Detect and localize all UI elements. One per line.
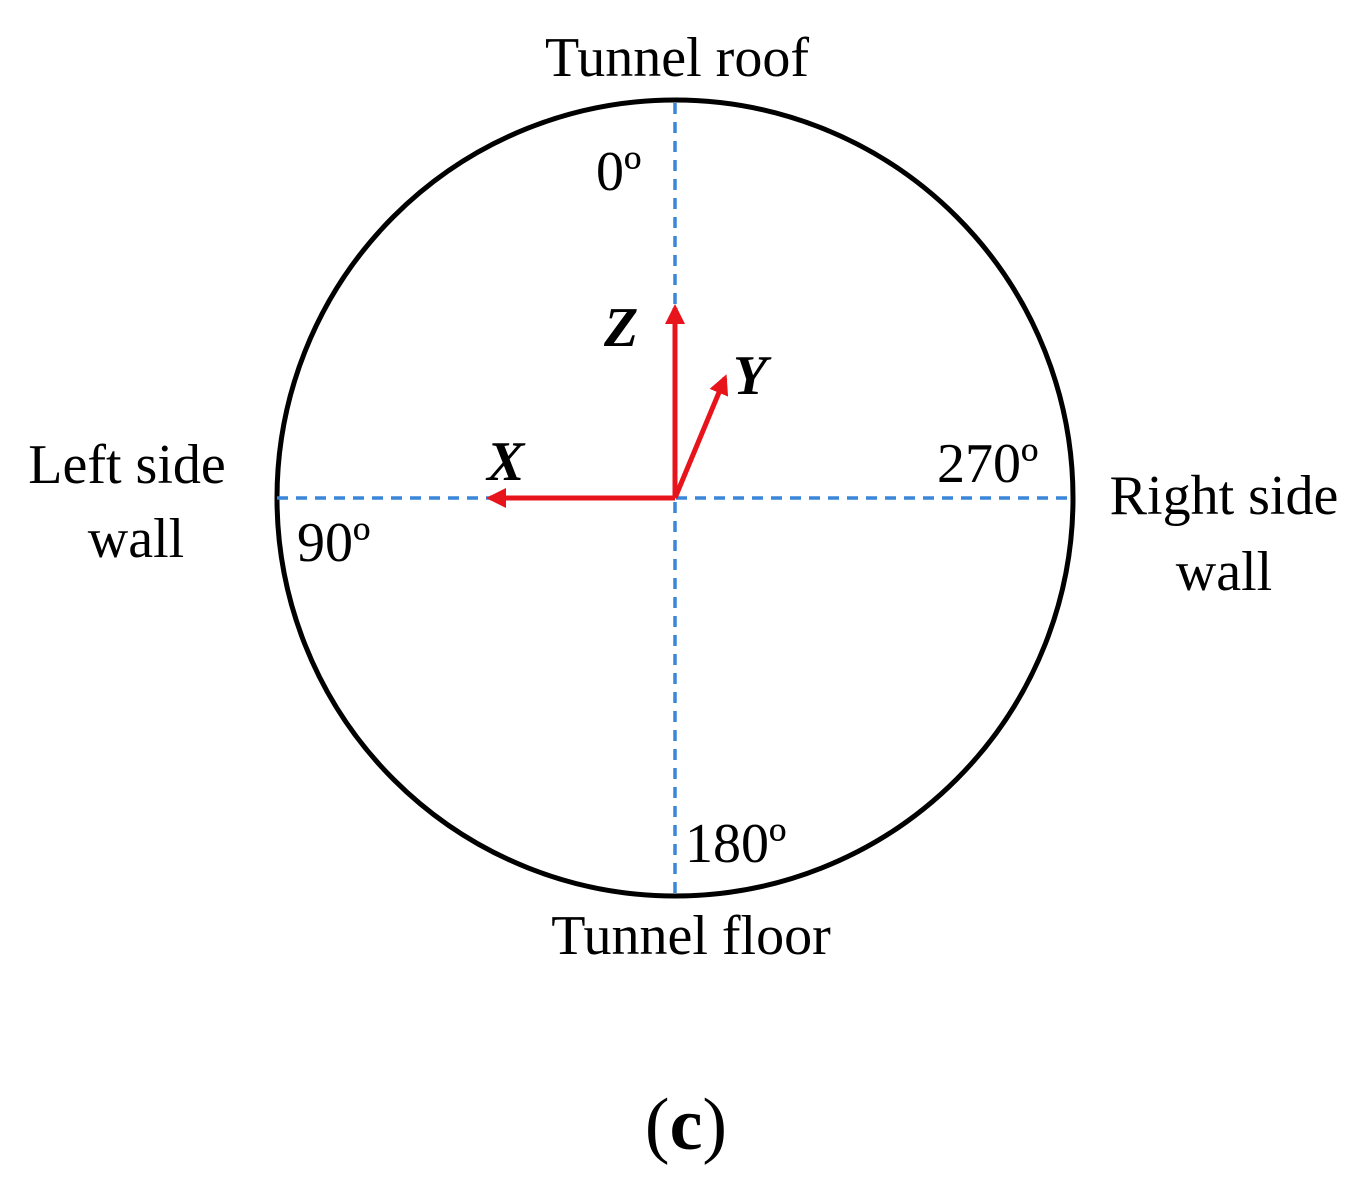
right-wall-label-line2: wall xyxy=(1176,541,1272,603)
angle-180-label: 180º xyxy=(685,813,786,875)
y-axis-label: Y xyxy=(733,345,772,407)
y-axis-arrow xyxy=(672,374,729,499)
left-wall-label-line1: Left side xyxy=(28,434,225,496)
caption-letter: c xyxy=(670,1084,703,1166)
right-wall-label-line1: Right side xyxy=(1110,465,1339,527)
angle-270-label: 270º xyxy=(937,433,1038,495)
left-wall-label-line2: wall xyxy=(88,508,184,570)
figure-caption: (c) xyxy=(645,1084,727,1166)
caption-open-paren: ( xyxy=(645,1084,670,1166)
tunnel-floor-label: Tunnel floor xyxy=(551,905,831,967)
caption-close-paren: ) xyxy=(702,1084,727,1166)
angle-0-label: 0º xyxy=(596,141,641,203)
tunnel-roof-label: Tunnel roof xyxy=(545,27,809,89)
x-axis-label: X xyxy=(485,431,526,493)
angle-90-label: 90º xyxy=(297,512,370,574)
z-axis-label: Z xyxy=(603,297,638,359)
